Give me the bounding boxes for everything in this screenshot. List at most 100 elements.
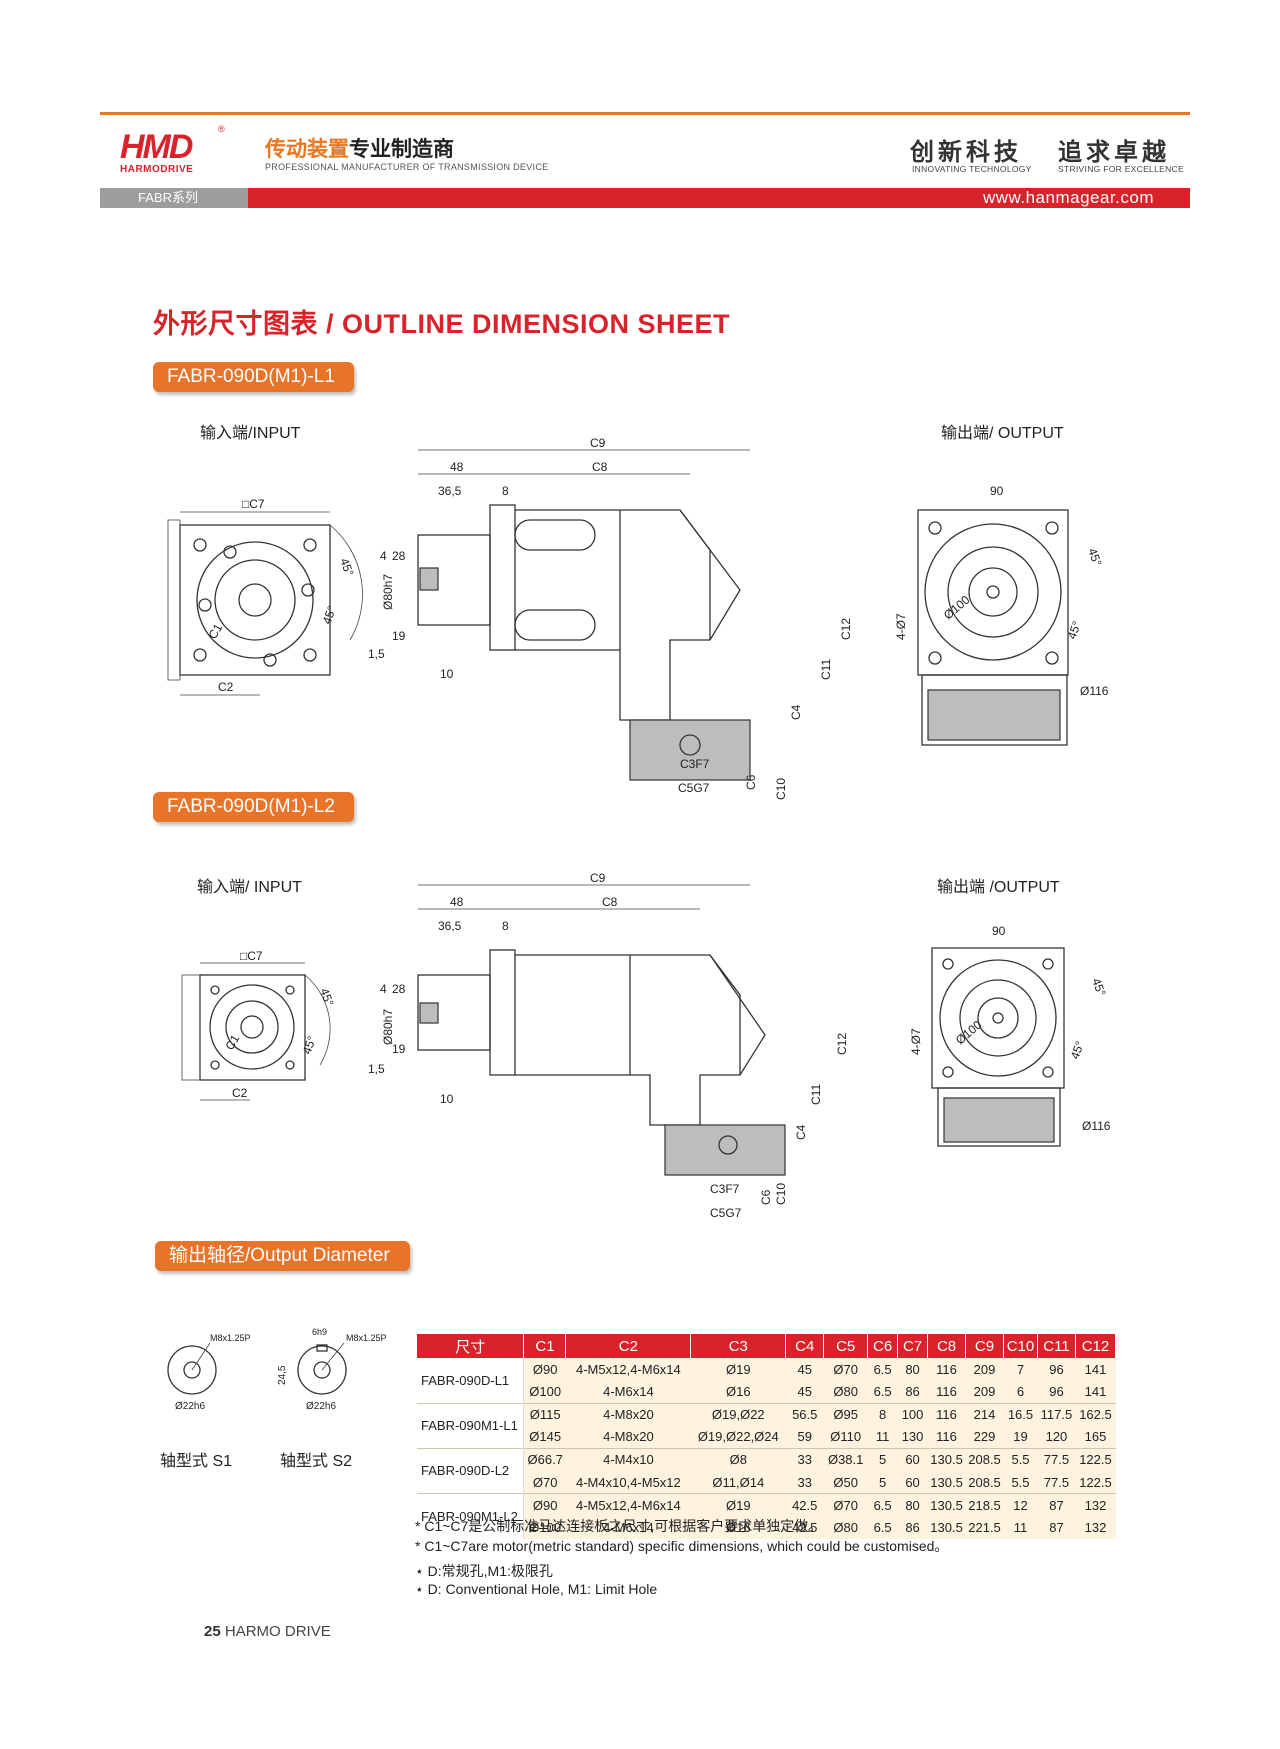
input-pcd-circle (196, 541, 314, 659)
input-bolt-hole (303, 538, 317, 552)
table-cell: 4-M6x14 (565, 1516, 691, 1539)
c6-label: C6 (744, 774, 758, 790)
c4-label: C4 (789, 704, 803, 720)
shaft-s1-thread (183, 1361, 201, 1379)
slogan-innovation-en: INNOVATING TECHNOLOGY (912, 164, 1032, 174)
table-cell: 77.5 (1037, 1470, 1076, 1494)
angle-label-top: 45° (1085, 546, 1104, 568)
page-footer: 25 HARMO DRIVE (204, 1623, 331, 1640)
table-cell: 16.5 (1003, 1402, 1038, 1426)
output-center (986, 585, 1000, 599)
note-en-1: * C1~C7are motor(metric standard) specif… (415, 1538, 949, 1554)
c12-label: C12 (839, 618, 853, 640)
c11-label: C11 (809, 1084, 823, 1105)
table-cell: 130.5 (927, 1516, 966, 1539)
note-cn-1: * C1~C7是公制标准马达连接板之尺寸,可根据客户要求单独定做。 (415, 1518, 823, 1534)
c3-label: C3F7 (680, 757, 710, 771)
table-cell: Ø95 (823, 1402, 868, 1426)
c12-label: C12 (835, 1033, 849, 1055)
table-cell: 116 (927, 1402, 966, 1426)
table-cell: Ø145 (523, 1425, 566, 1449)
c8-label: C8 (602, 895, 618, 909)
dim-36-5: 36,5 (438, 919, 462, 933)
input-bolt-hole (223, 545, 237, 559)
table-cell: 141 (1075, 1380, 1116, 1404)
shaft-s1-outer (167, 1345, 217, 1395)
website-link[interactable]: www.hanmagear.com (982, 188, 1154, 207)
table-cell: 4-M5x12,4-M6x14 (565, 1358, 691, 1381)
slogan-excellence-cn: 追求卓越 (1058, 137, 1170, 166)
table-header-row: 尺寸 C1 C2 C3 C4 C5 C6 C7 C8 C9 C10 C11 C1… (417, 1334, 1117, 1358)
input-flange-side (167, 519, 181, 681)
table-cell: 60 (897, 1447, 928, 1471)
table-cell: 87 (1037, 1493, 1076, 1517)
table-cell: 4-M4x10,4-M5x12 (565, 1470, 691, 1494)
output-key-hole (718, 1135, 738, 1155)
housing-edge (709, 954, 741, 1075)
angle-label-bottom: 45° (320, 604, 339, 626)
dim-116: Ø116 (1082, 1119, 1111, 1133)
logo-mark: HMD (120, 128, 193, 166)
shaft-s2-outer (297, 1345, 347, 1395)
c1-label: C1 (222, 1032, 242, 1053)
shaft-s1-drawing: M8x1.25P Ø22h6 (167, 1333, 251, 1412)
table-cell: 96 (1037, 1380, 1076, 1404)
input-bolt-hole (303, 648, 317, 662)
dim-19: 19 (392, 1042, 406, 1056)
col-header: C7 (897, 1334, 929, 1358)
table-cell: 116 (927, 1358, 966, 1381)
col-header: C10 (1003, 1334, 1038, 1358)
output-ring (927, 689, 1061, 741)
output-bolt-hole (928, 521, 942, 535)
dim-4: 4 (380, 549, 387, 563)
dim-80: Ø80h7 (381, 1009, 395, 1045)
output-bolt-hole (1042, 958, 1054, 970)
col-header: 尺寸 (417, 1334, 525, 1358)
table-cell: Ø80 (823, 1380, 868, 1404)
table-cell: 218.5 (965, 1493, 1004, 1517)
table-cell: Ø115 (523, 1402, 566, 1426)
table-cell: 7 (1003, 1358, 1038, 1381)
table-cell: Ø110 (823, 1425, 868, 1449)
table-cell: Ø16 (690, 1516, 786, 1539)
table-cell: 6.5 (867, 1493, 898, 1517)
model-pill-l2: FABR-090D(M1)-L2 (153, 792, 354, 822)
website-bar: www.hanmagear.com (248, 188, 1190, 208)
c4-label: C4 (794, 1124, 808, 1140)
slogan-excellence-en: STRIVING FOR EXCELLENCE (1058, 164, 1184, 174)
gear-housing (515, 954, 766, 1126)
table-cell: 4-M8x20 (565, 1402, 691, 1426)
table-cell: 86 (897, 1380, 928, 1404)
logo-subtext: HARMODRIVE (120, 164, 194, 175)
table-cell: Ø100 (523, 1380, 566, 1404)
table-cell: 45 (785, 1380, 824, 1404)
input-pcd-circle (209, 984, 295, 1070)
header-cn-highlight: 传动装置 (265, 138, 349, 161)
table-cell: 56.5 (785, 1402, 824, 1426)
slot-lower (514, 609, 596, 641)
shaft-s1-thread-label: M8x1.25P (210, 1333, 251, 1343)
output-end-view-l1: 90 4-Ø7 Ø100 45° 45° Ø116 (894, 484, 1109, 746)
input-bore-outer (225, 1000, 279, 1054)
model-cell: FABR-090M1-L1 (417, 1402, 525, 1449)
dimension-table: 尺寸 C1 C2 C3 C4 C5 C6 C7 C8 C9 C10 C11 C1… (417, 1334, 1117, 1539)
series-tag: FABR系列 (100, 188, 248, 208)
input-coupling (419, 1002, 439, 1024)
shaft-s2-height-label: 24,5 (277, 1365, 288, 1385)
input-bolt-hole (193, 648, 207, 662)
output-diameter-pill: 输出轴径/Output Diameter (155, 1241, 410, 1271)
col-header: C11 (1037, 1334, 1076, 1358)
table-cell: 11 (867, 1425, 898, 1449)
dim-8: 8 (502, 919, 509, 933)
angle-label-top: 45° (1089, 976, 1108, 998)
table-cell: 130 (897, 1425, 928, 1449)
shaft-s2-thread (313, 1361, 331, 1379)
table-cell: 6.5 (867, 1380, 898, 1404)
dim-48: 48 (450, 460, 464, 474)
dim-48: 48 (450, 895, 464, 909)
col-header: C1 (523, 1334, 567, 1358)
table-cell: Ø66.7 (523, 1447, 566, 1471)
